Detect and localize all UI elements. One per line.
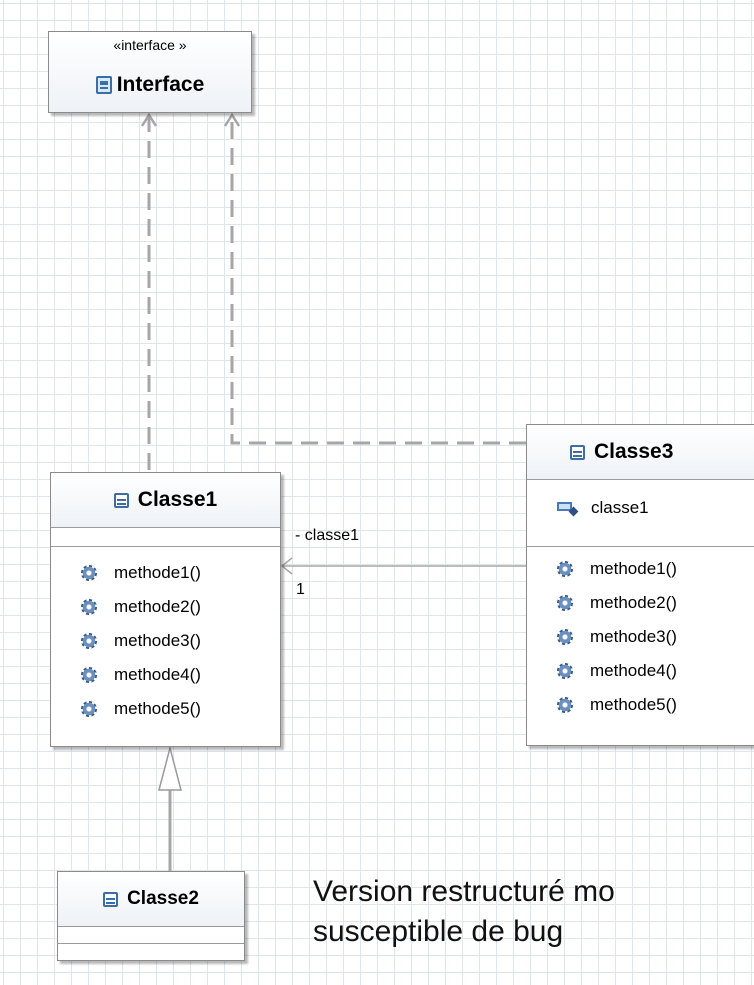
interface-name: Interface [116, 73, 205, 96]
association-multiplicity: 1 [296, 581, 305, 598]
classe2-header: Classe2 [58, 872, 244, 927]
classe2-attributes [58, 927, 244, 944]
classe1-box[interactable]: Classe1 methode1() methode2() methode3()… [50, 472, 281, 747]
method-icon [557, 663, 573, 679]
method-icon [81, 667, 97, 683]
method-icon [81, 565, 97, 581]
classe1-method[interactable]: methode3() [81, 631, 280, 651]
interface-header: «interface » Interface [49, 32, 251, 112]
method-icon [557, 595, 573, 611]
interface-box[interactable]: «interface » Interface [48, 31, 252, 113]
realization-classe3-interface [230, 115, 526, 445]
classe3-method[interactable]: methode5() [557, 695, 754, 715]
classe2-box[interactable]: Classe2 [57, 871, 245, 961]
generalization-triangle [158, 745, 182, 791]
method-icon [557, 629, 573, 645]
classe3-name: Classe3 [594, 440, 674, 463]
method-icon [81, 701, 97, 717]
interface-stereotype: «interface » [113, 37, 187, 53]
class-icon [103, 891, 119, 907]
classe3-method[interactable]: methode1() [557, 559, 754, 579]
classe3-method[interactable]: methode3() [557, 627, 754, 647]
method-icon [557, 697, 573, 713]
association-arrowhead [280, 557, 293, 575]
classe3-header: Classe3 [527, 425, 754, 480]
interface-title: Interface [49, 73, 251, 97]
classe2-name: Classe2 [127, 888, 199, 909]
classe1-method[interactable]: methode1() [81, 563, 280, 583]
classe1-method[interactable]: methode2() [81, 597, 280, 617]
classe1-method[interactable]: methode4() [81, 665, 280, 685]
classe1-method[interactable]: methode5() [81, 699, 280, 719]
method-icon [81, 599, 97, 615]
method-icon [81, 633, 97, 649]
class-icon [113, 492, 129, 508]
realization-classe3-arrowhead [223, 112, 241, 127]
classe3-attributes [527, 480, 754, 547]
classe1-header: Classe1 [51, 473, 280, 528]
note-line-2: susceptible de bug [313, 915, 564, 948]
note-line-1: Version restructuré mo [313, 875, 615, 908]
classe3-method[interactable]: methode2() [557, 593, 754, 613]
association-role-label: - classe1 [295, 527, 360, 544]
classe1-name: Classe1 [137, 488, 218, 511]
interface-icon [95, 76, 112, 94]
classe3-box[interactable]: Classe3 classe1 methode1() methode2() me… [526, 424, 754, 746]
classe3-method[interactable]: methode4() [557, 661, 754, 681]
method-icon [557, 561, 573, 577]
class-icon [570, 444, 585, 460]
slide-note: Version restructuré mo susceptible de bu… [313, 872, 615, 952]
field-icon [557, 500, 577, 516]
realization-classe1-arrowhead [140, 112, 158, 127]
classe1-attributes [51, 528, 280, 547]
classe3-attribute[interactable]: classe1 [557, 498, 754, 518]
